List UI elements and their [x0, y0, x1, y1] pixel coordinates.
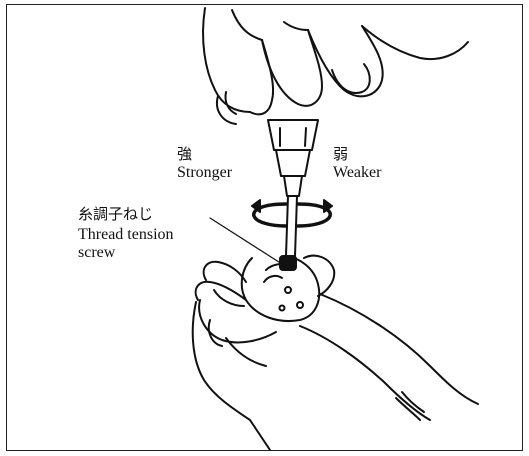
screw-en-label-line2: screw — [78, 244, 115, 261]
rotation-arrows — [252, 200, 332, 226]
screwdriver — [268, 120, 318, 256]
lower-hand — [193, 256, 478, 450]
weaker-en-label: Weaker — [333, 164, 381, 181]
weaker-jp-label: 弱 — [333, 146, 348, 163]
screw-jp-label: 糸調子ねじ — [78, 206, 153, 223]
upper-hand — [203, 8, 468, 124]
stronger-jp-label: 強 — [177, 146, 192, 163]
stronger-en-label: Stronger — [177, 164, 232, 181]
bobbin-case — [242, 256, 319, 321]
screw-en-label-line1: Thread tension — [78, 226, 174, 243]
